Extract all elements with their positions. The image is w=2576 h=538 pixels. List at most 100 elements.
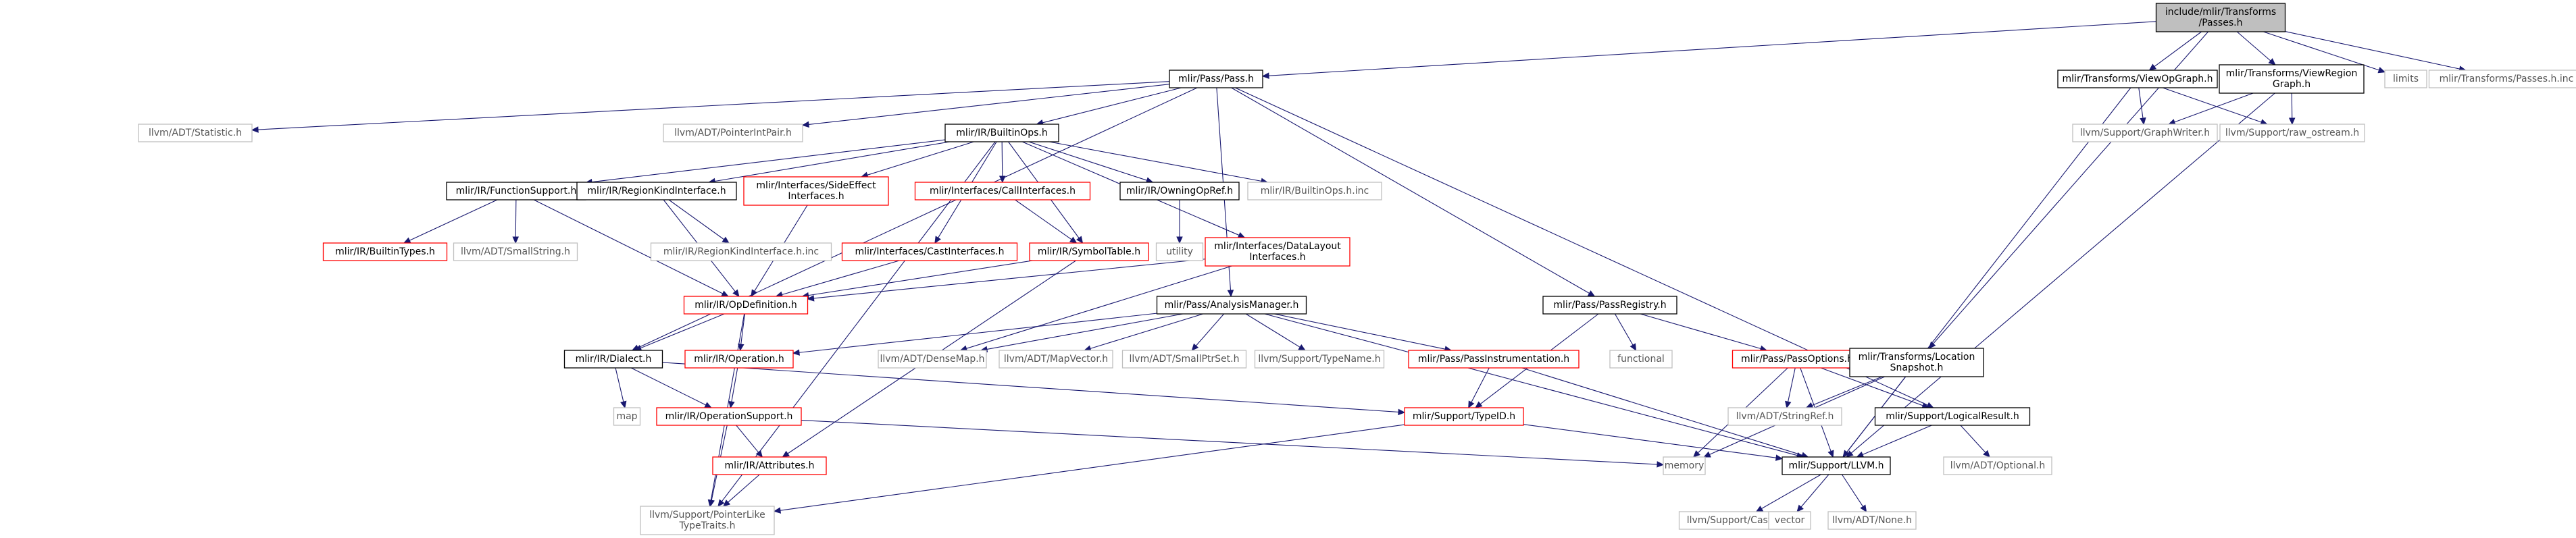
node-map: map (613, 407, 641, 426)
edge-line (1264, 313, 1798, 456)
edge-line (2138, 87, 2144, 119)
node-box (1205, 237, 1350, 267)
node-owningopref[interactable]: mlir/IR/OwningOpRef.h (1119, 182, 1240, 200)
node-operationsupport[interactable]: mlir/IR/OperationSupport.h (656, 407, 802, 426)
node-utility: utility (1155, 242, 1204, 261)
node-box (138, 124, 253, 142)
node-box (684, 350, 794, 369)
node-box (446, 182, 586, 200)
node-box (1169, 70, 1263, 88)
edge-dialect-to-typeid (662, 362, 1406, 416)
node-box (1029, 242, 1149, 261)
edge-line (1521, 367, 1802, 456)
node-llvm-h[interactable]: mlir/Support/LLVM.h (1782, 456, 1891, 475)
node-label: llvm/ADT/StringRef.h (1736, 411, 1834, 422)
arrowhead (792, 349, 800, 356)
node-viewopgraph[interactable]: mlir/Transforms/ViewOpGraph.h (2057, 70, 2218, 88)
edge-operationsupport-to-attributes (736, 425, 763, 458)
node-box (712, 456, 827, 475)
edge-line (2285, 31, 2460, 70)
edge-line (1231, 87, 1590, 294)
node-box (914, 182, 1091, 200)
node-label: mlir/Transforms/Passes.h.inc (2440, 74, 2574, 84)
nodes-layer: include/mlir/Transforms/Passes.h mlir/Pas… (138, 3, 2576, 535)
node-label: TypeTraits.h (679, 520, 736, 531)
node-passoptions[interactable]: mlir/Pass/PassOptions.h (1732, 350, 1863, 369)
node-box (1663, 456, 1706, 475)
node-label: mlir/IR/Attributes.h (725, 460, 815, 471)
arrowhead (1475, 401, 1483, 408)
node-dialect[interactable]: mlir/IR/Dialect.h (563, 350, 663, 369)
arrowhead (755, 450, 763, 458)
edge-functionsupport-to-smallstring (512, 199, 520, 244)
edge-line (736, 425, 759, 453)
node-attributes[interactable]: mlir/IR/Attributes.h (712, 456, 827, 475)
arrowhead (722, 236, 730, 244)
edge-line (808, 260, 1033, 296)
arrowhead (1468, 400, 1475, 409)
arrowhead (2288, 117, 2296, 126)
node-box (640, 506, 775, 535)
edge-opdefinition-to-operation (738, 313, 745, 352)
node-passinstrumentation[interactable]: mlir/Pass/PassInstrumentation.h (1408, 350, 1580, 369)
node-label: mlir/Interfaces/CallInterfaces.h (930, 186, 1076, 196)
node-vector: vector (1768, 511, 1811, 530)
node-castinterfaces[interactable]: mlir/Interfaces/CastInterfaces.h (841, 242, 1018, 261)
arrowhead (1261, 72, 1269, 79)
node-passes-inc: mlir/Transforms/Passes.h.inc (2428, 70, 2576, 88)
edge-line (801, 419, 1658, 465)
edge-line (1268, 21, 2156, 76)
node-analysismanager[interactable]: mlir/Pass/AnalysisManager.h (1156, 296, 1307, 315)
arrowhead (1191, 343, 1199, 351)
node-typeid[interactable]: mlir/Support/TypeID.h (1404, 407, 1524, 426)
edge-passinstrumentation-to-typeid (1468, 367, 1490, 409)
node-logicalresult[interactable]: mlir/Support/LogicalResult.h (1874, 407, 2031, 426)
edge-owningopref-to-utility (1176, 200, 1183, 244)
edge-line (1615, 313, 1634, 346)
edge-analysismanager-to-operation (792, 313, 1157, 356)
node-label: mlir/Pass/Pass.h (1178, 74, 1254, 84)
node-symboltable[interactable]: mlir/IR/SymbolTable.h (1029, 242, 1149, 261)
node-passregistry[interactable]: mlir/Pass/PassRegistry.h (1542, 296, 1677, 315)
edge-passregistry-to-passoptions (1640, 313, 1768, 352)
node-operation[interactable]: mlir/IR/Operation.h (684, 350, 794, 369)
edge-line (1960, 425, 1986, 453)
edge-line (2154, 31, 2202, 68)
arrowhead (1069, 236, 1078, 244)
arrowhead (721, 290, 729, 297)
arrowhead (722, 500, 731, 507)
arrowhead (1856, 451, 1865, 458)
edge-line (1001, 141, 1003, 177)
node-regionkindinterface-inc: mlir/IR/RegionKindInterface.h.inc (650, 242, 832, 261)
edge-line (1028, 141, 1147, 181)
node-builtinops[interactable]: mlir/IR/BuiltinOps.h (944, 124, 1059, 142)
node-pass[interactable]: mlir/Pass/Pass.h (1169, 70, 1263, 88)
arrowhead (251, 126, 259, 133)
edge-line (1640, 313, 1761, 350)
arrowhead (1227, 290, 1234, 298)
edge-typeid-to-pointerliketypetraits (773, 424, 1405, 514)
node-functionsupport[interactable]: mlir/IR/FunctionSupport.h (446, 182, 586, 200)
node-label: mlir/Support/TypeID.h (1413, 411, 1515, 422)
node-builtintypes[interactable]: mlir/IR/BuiltinTypes.h (322, 242, 448, 261)
node-root[interactable]: include/mlir/Transforms/Passes.h (2155, 3, 2286, 32)
node-label: llvm/Support/GraphWriter.h (2080, 128, 2210, 138)
edge-line (615, 367, 624, 402)
node-box (650, 242, 832, 261)
edge-llvm-h-to-casting (1755, 474, 1821, 512)
node-label: mlir/Transforms/ViewOpGraph.h (2063, 74, 2213, 84)
edge-builtinops-to-callinterfaces (999, 141, 1006, 184)
node-label: mlir/IR/OperationSupport.h (665, 411, 793, 422)
node-box (453, 242, 578, 261)
node-opdefinition[interactable]: mlir/IR/OpDefinition.h (683, 296, 809, 315)
arrowhead (620, 400, 627, 409)
edges-layer (251, 21, 2467, 514)
node-regionkindinterface[interactable]: mlir/IR/RegionKindInterface.h (576, 182, 737, 200)
node-callinterfaces[interactable]: mlir/Interfaces/CallInterfaces.h (914, 182, 1091, 200)
node-label: Graph.h (2273, 79, 2310, 90)
node-label: mlir/IR/OpDefinition.h (694, 300, 797, 311)
